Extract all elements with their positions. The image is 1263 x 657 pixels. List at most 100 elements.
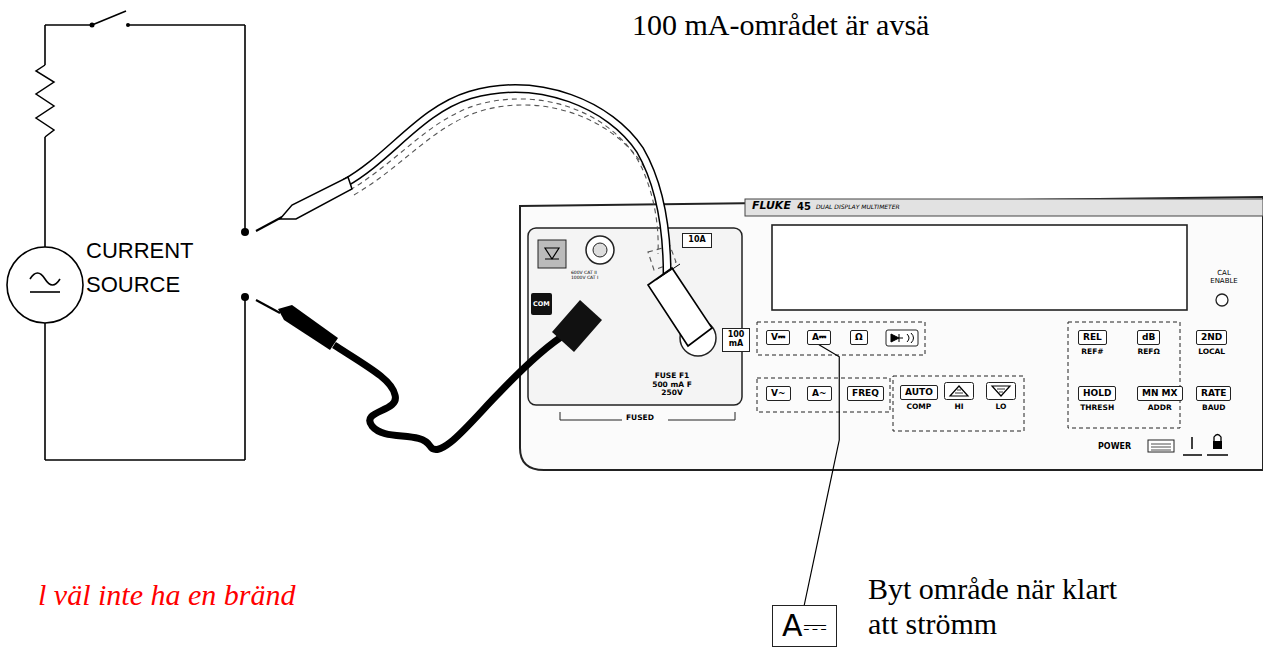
test-lead-red [256, 217, 282, 231]
button-text: LO [996, 403, 1007, 411]
button-text: AUTO [900, 385, 938, 400]
fused-bracket [560, 420, 622, 421]
button-text: FREQ [847, 386, 884, 401]
callout-box: A⎓ [772, 605, 837, 647]
triangle-icon [955, 390, 963, 393]
button-group-outline [757, 322, 1180, 431]
test-lead-black [552, 300, 602, 352]
label-text: l väl inte ha en bränd [38, 578, 295, 613]
button-text: dB [1137, 330, 1160, 345]
leader-line [804, 345, 839, 605]
resistor-symbol [36, 65, 54, 137]
label-text: 45 [797, 201, 811, 213]
button-text: REL [1078, 330, 1107, 345]
button-text: V⎓ [766, 330, 790, 345]
test-lead-red [280, 177, 352, 219]
button-text: 100 mA [722, 328, 750, 352]
power-switch [1191, 437, 1193, 449]
shift-function-text: REFΩ [1137, 348, 1159, 356]
terminal-dot [241, 228, 249, 236]
circuit-wire [244, 25, 246, 232]
meter-button: Ω [850, 330, 868, 345]
diode-button [891, 334, 903, 342]
button-text: RATE [1196, 386, 1231, 401]
jack-panel [528, 228, 742, 405]
power-switch [1148, 440, 1174, 452]
triangle-icon [992, 386, 1010, 396]
test-lead-black [256, 300, 602, 450]
switch-contact [90, 23, 95, 28]
meter-button: 2ND LOCAL [1196, 330, 1227, 356]
label-text: FLUKE [752, 200, 791, 213]
test-lead-black [278, 305, 338, 350]
button-group-outline [757, 322, 925, 355]
test-lead-red [345, 89, 667, 286]
label-text: CURRENT SOURCE [86, 234, 196, 302]
test-lead-black [334, 334, 566, 450]
button-text: COM [531, 293, 552, 315]
shift-function-text: LOCAL [1198, 348, 1225, 356]
input-jack: 100 mA [722, 328, 750, 352]
shift-function-text: ADDR [1148, 404, 1172, 412]
terminal-dot [241, 228, 249, 301]
cal-enable-hole [1216, 294, 1228, 306]
current-source-symbol [7, 247, 83, 323]
diode-button [886, 330, 918, 346]
label-text: CAL ENABLE [1204, 269, 1244, 285]
volt-ohm-jack [593, 243, 607, 257]
meter-button: V~ [766, 386, 791, 401]
shift-function-text: THRESH [1080, 404, 1114, 412]
button-text: V~ [766, 386, 791, 401]
meter-button: HI [944, 382, 974, 411]
display-window [772, 225, 1187, 310]
label-text: FUSE F1 500 mA F 250V [650, 372, 694, 398]
test-lead-red [656, 264, 680, 280]
volt-ohm-jack [538, 236, 614, 268]
label-text: 100 mA-området är avsä [632, 8, 929, 43]
fused-bracket [668, 420, 735, 421]
power-switch [1151, 444, 1171, 450]
button-text: A⎓ [772, 605, 837, 647]
arrow-button-face [986, 382, 1016, 400]
button-group-outline [1068, 322, 1180, 428]
triangle-icon [997, 389, 1005, 392]
button-text: 2ND [1196, 330, 1227, 345]
current-source-symbol [30, 291, 60, 293]
button-text: HOLD [1078, 386, 1116, 401]
button-text: 10A [682, 233, 712, 248]
button-text: A~ [807, 386, 832, 401]
circuit-wire [244, 297, 246, 460]
circuit-wire [45, 459, 245, 461]
volt-ohm-jack [538, 240, 566, 268]
triangle-icon [950, 386, 968, 396]
circuit-wire [44, 323, 46, 460]
label-text: FUSED [626, 414, 654, 423]
meter-button: FREQ [847, 386, 884, 401]
power-switch [1213, 441, 1222, 449]
volt-ohm-jack [586, 236, 614, 264]
meter-button: A~ [807, 386, 832, 401]
button-text: MN MX [1137, 386, 1183, 401]
test-lead-black [256, 300, 280, 313]
terminal-dot [241, 293, 249, 301]
meter-button: AUTOCOMP [900, 385, 938, 411]
current-source-symbol [7, 247, 83, 323]
circuit-wire [92, 11, 126, 25]
circuit-wire [44, 137, 46, 247]
meter-button: RATEBAUD [1196, 386, 1231, 412]
power-switch [1207, 454, 1228, 456]
fused-bracket [560, 412, 561, 420]
input-jack: 10A [682, 233, 712, 248]
power-switch [1183, 454, 1202, 456]
diode-button [907, 333, 914, 343]
input-jack: COM [531, 293, 552, 315]
fused-bracket [735, 412, 736, 420]
test-lead-red [256, 89, 712, 346]
button-text: HI [954, 403, 963, 411]
label-text: POWER [1098, 442, 1131, 451]
circuit-wire [45, 11, 245, 460]
label-text: Byt område när klart att strömm [868, 572, 1118, 641]
button-text: A⎓ [807, 330, 831, 345]
